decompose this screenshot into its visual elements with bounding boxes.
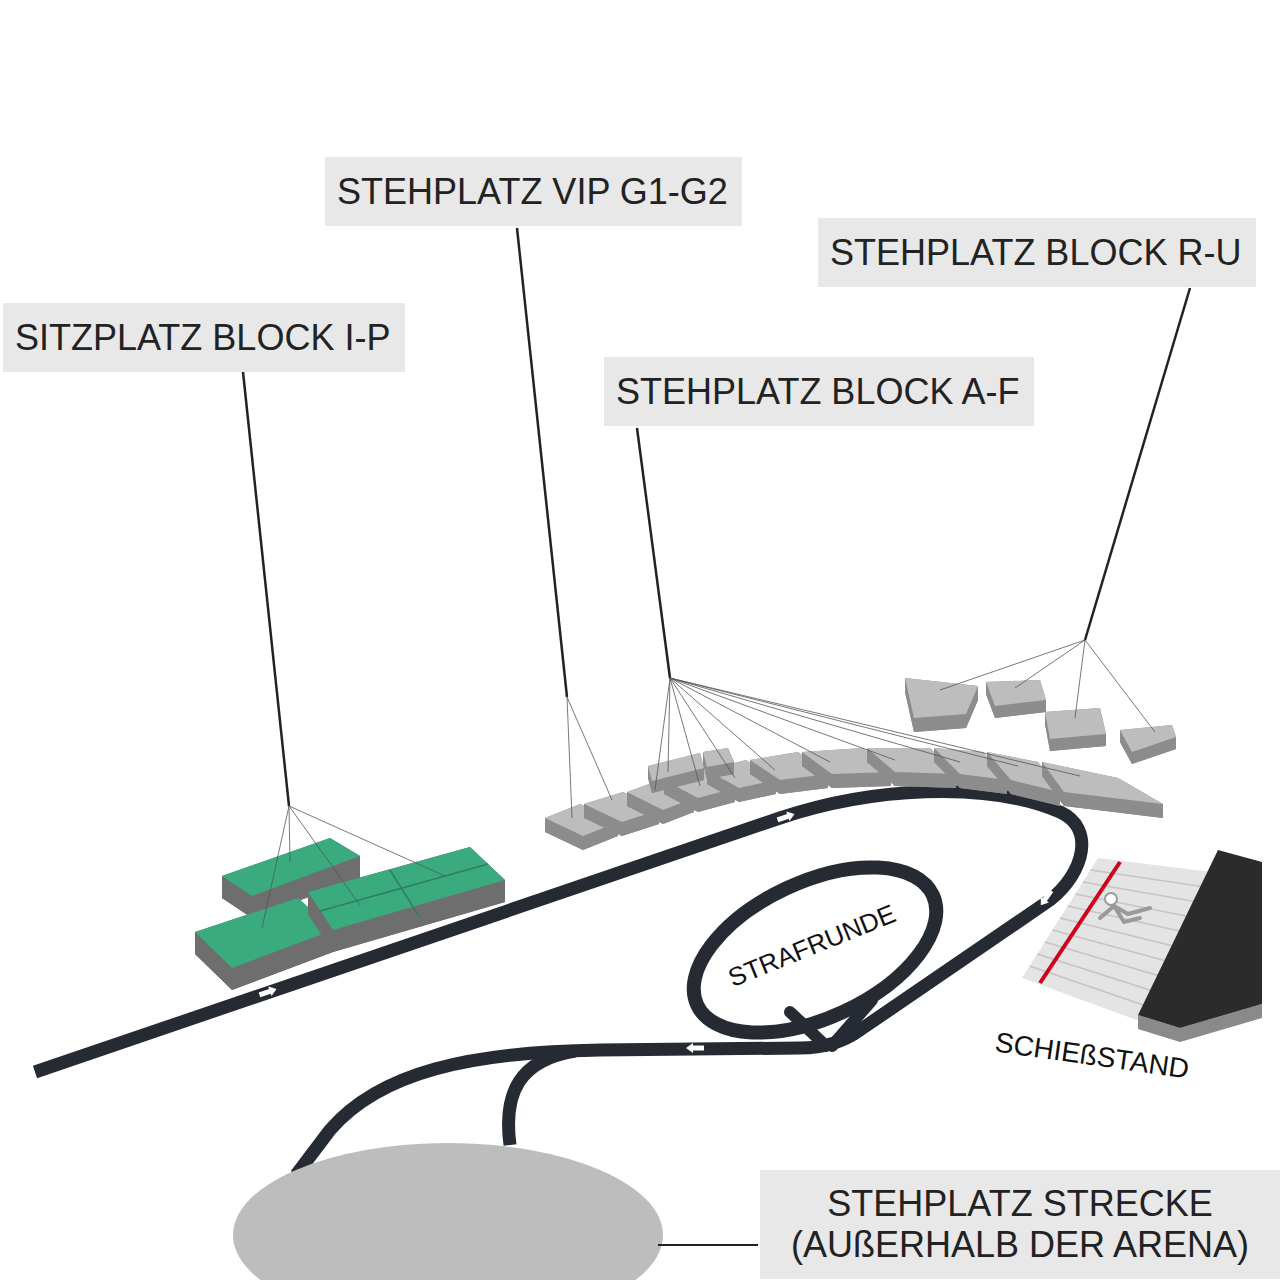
shooter-head [1105, 893, 1117, 905]
firing-line [1040, 862, 1120, 983]
stand-block [905, 678, 978, 732]
leader-line [243, 372, 289, 806]
direction-arrow [258, 984, 278, 999]
leader-fan [670, 678, 895, 760]
shooter-body [1100, 906, 1150, 922]
leader-fan [670, 678, 1018, 766]
leader-fan [940, 640, 1085, 690]
main-track [35, 791, 1082, 1175]
leader-fan [670, 678, 775, 770]
leader-fan [289, 806, 360, 905]
leader-fan [262, 806, 289, 928]
label-box: STEHPLATZ BLOCK A-F [604, 357, 1034, 426]
leader-line [658, 1244, 758, 1246]
leader-fan [1085, 640, 1155, 732]
direction-arrow [776, 809, 796, 824]
label-box: STEHPLATZ BLOCK R-U [818, 218, 1256, 287]
leader-fan [668, 678, 670, 772]
stand-block [648, 753, 704, 793]
leader-fan [289, 806, 445, 876]
block-top [308, 847, 505, 930]
shooter-icon [1100, 893, 1150, 922]
label-box: STEHPLATZ VIP G1-G2 [325, 157, 742, 226]
leader-fan [1015, 640, 1085, 688]
label-text: STEHPLATZ BLOCK A-F [616, 370, 1019, 413]
shooting-range [1022, 850, 1262, 1042]
label-text: SITZPLATZ BLOCK I-P [15, 316, 390, 359]
leader-fan [1075, 640, 1085, 718]
penalty-loop-tail [790, 1000, 872, 1046]
leader-line [637, 428, 670, 678]
leader-fan [670, 678, 700, 786]
target-wall [1138, 850, 1262, 1028]
block-top [703, 748, 734, 767]
spectator-area [233, 1143, 663, 1280]
label-text: STEHPLATZ BLOCK R-U [830, 231, 1241, 274]
leader-fan [670, 678, 960, 762]
penalty-loop [668, 833, 961, 1066]
stands [195, 678, 1176, 990]
block-top [1120, 725, 1176, 752]
stand-block [1042, 762, 1163, 818]
block-top [986, 680, 1046, 706]
block-top [905, 678, 978, 718]
leader-fan [655, 678, 670, 790]
stand-block [308, 847, 505, 952]
leader-fan [670, 678, 1080, 776]
stand-block [986, 680, 1046, 718]
track-branch [509, 1051, 575, 1145]
ski-track [35, 791, 1082, 1175]
leader-fan [670, 678, 735, 778]
label-box: SITZPLATZ BLOCK I-P [3, 303, 405, 372]
label-box: STEHPLATZ STRECKE (AUßERHALB DER ARENA) [760, 1170, 1280, 1279]
stand-block [1120, 725, 1176, 764]
leader-fan [289, 806, 290, 862]
leader-fan [567, 697, 572, 818]
label-text: STEHPLATZ VIP G1-G2 [337, 170, 728, 213]
direction-arrow [686, 1043, 704, 1053]
leader-line [1085, 288, 1190, 640]
leader-fan [567, 697, 612, 800]
direction-arrow [1037, 888, 1056, 908]
label-text: STEHPLATZ STRECKE (AUßERHALB DER ARENA) [772, 1183, 1268, 1266]
range-lane [1068, 906, 1184, 932]
block-divider [320, 864, 488, 918]
block-top [1042, 762, 1163, 804]
leader-fan [670, 678, 830, 762]
range-lane [1060, 918, 1177, 947]
leader-line [517, 228, 567, 697]
